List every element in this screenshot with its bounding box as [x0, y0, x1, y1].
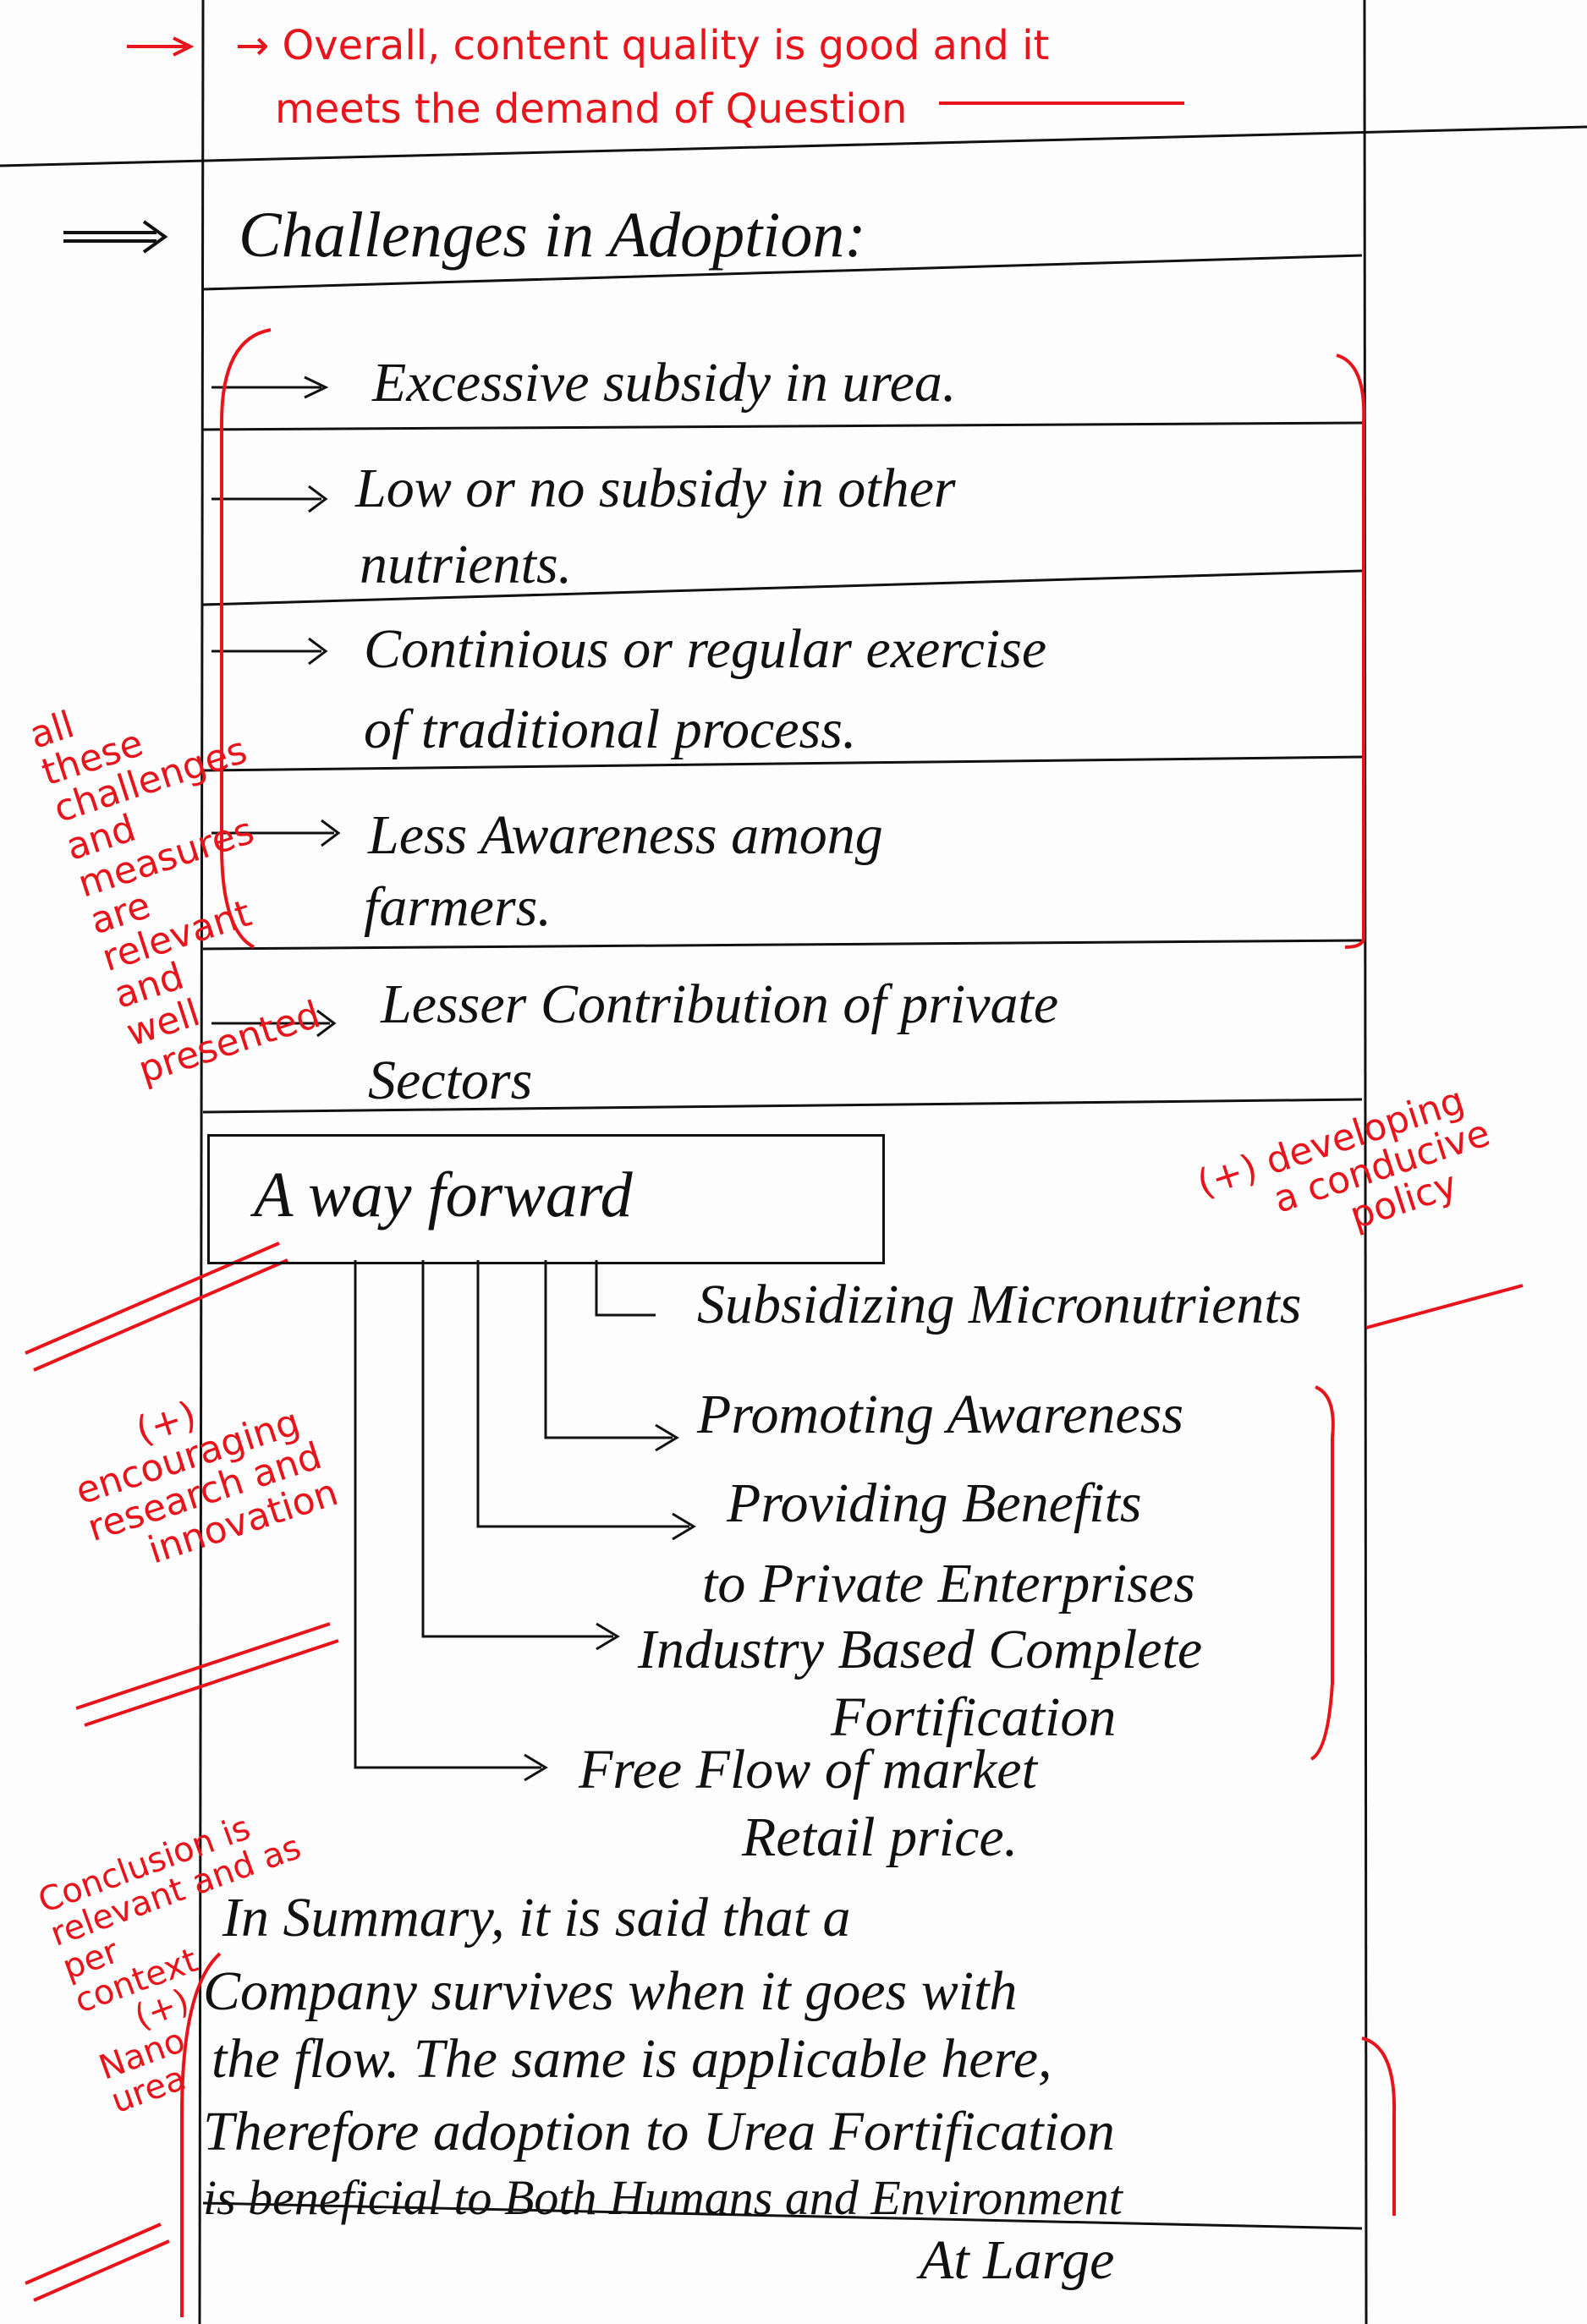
arrow-icon	[211, 637, 328, 666]
challenge-item-cont: Sectors	[368, 1050, 533, 1111]
rule-line	[202, 939, 1363, 951]
conclusion-line: the flow. The same is applicable here,	[211, 2028, 1052, 2090]
red-bracket	[1310, 1385, 1335, 1761]
way-forward-item-cont: Fortification	[831, 1686, 1117, 1748]
way-forward-item: Subsidizing Micronutrients	[697, 1274, 1302, 1335]
arrow-icon	[211, 375, 329, 399]
challenge-item: Less Awareness among	[368, 804, 883, 866]
challenges-heading: Challenges in Adoption:	[239, 200, 866, 271]
double-arrow-icon	[63, 220, 168, 254]
conclusion-line: Therefore adoption to Urea Fortification	[203, 2101, 1115, 2162]
challenge-item: Excessive subsidy in urea.	[372, 352, 957, 414]
challenge-item: Low or no subsidy in other	[355, 458, 956, 519]
double-underline	[25, 1241, 288, 1372]
rule-line	[202, 254, 1363, 291]
double-underline	[25, 2223, 170, 2302]
underline	[1365, 1284, 1524, 1329]
conclusion-line: At Large	[920, 2229, 1115, 2291]
way-forward-item-cont: Retail price.	[742, 1806, 1019, 1868]
top-review-comment-line2: meets the demand of Question	[275, 85, 908, 133]
double-underline	[75, 1622, 339, 1727]
conclusion-line: Company survives when it goes with	[203, 1960, 1018, 2022]
challenge-item: Continious or regular exercise	[364, 618, 1047, 680]
red-bracket	[220, 328, 272, 949]
challenge-item-cont: nutrients.	[360, 534, 573, 595]
rule-line	[202, 755, 1363, 772]
way-forward-item: Industry Based Complete	[638, 1619, 1203, 1680]
red-bracket	[1361, 2036, 1397, 2216]
way-forward-heading: A way forward	[254, 1159, 633, 1231]
arrow-icon	[354, 1260, 548, 1782]
arrow-icon	[595, 1260, 656, 1317]
left-margin-line	[198, 0, 205, 2324]
conclusion-line: In Summary, it is said that a	[222, 1887, 851, 1949]
red-bracket	[1336, 354, 1366, 949]
top-review-comment-line1: → Overall, content quality is good and i…	[235, 22, 1050, 69]
arrow-icon	[211, 819, 341, 847]
way-forward-item: Free Flow of market	[579, 1739, 1037, 1801]
way-forward-item: Providing Benefits	[727, 1472, 1142, 1534]
rule-line	[202, 421, 1363, 431]
rule-line	[202, 1098, 1363, 1114]
way-forward-box	[207, 1134, 885, 1264]
red-bracket	[180, 1952, 222, 2317]
way-forward-item-cont: to Private Enterprises	[702, 1553, 1195, 1614]
challenge-item: Lesser Contribution of private	[381, 973, 1059, 1035]
arrow-icon	[544, 1260, 679, 1452]
challenge-item-cont: of traditional process.	[364, 699, 857, 760]
divider-line	[0, 125, 1587, 167]
rule-line	[202, 569, 1363, 606]
arrow-icon	[211, 1009, 337, 1038]
red-arrow-icon	[127, 36, 195, 57]
conclusion-line: is beneficial to Both Humans and Environ…	[203, 2170, 1123, 2225]
arrow-icon	[211, 485, 328, 513]
right-margin-line	[1363, 0, 1368, 2324]
way-forward-item: Promoting Awareness	[697, 1384, 1184, 1445]
challenge-item-cont: farmers.	[364, 876, 552, 938]
arrow-icon	[421, 1260, 620, 1651]
arrow-icon	[476, 1260, 696, 1541]
rule-line	[202, 2201, 1363, 2230]
